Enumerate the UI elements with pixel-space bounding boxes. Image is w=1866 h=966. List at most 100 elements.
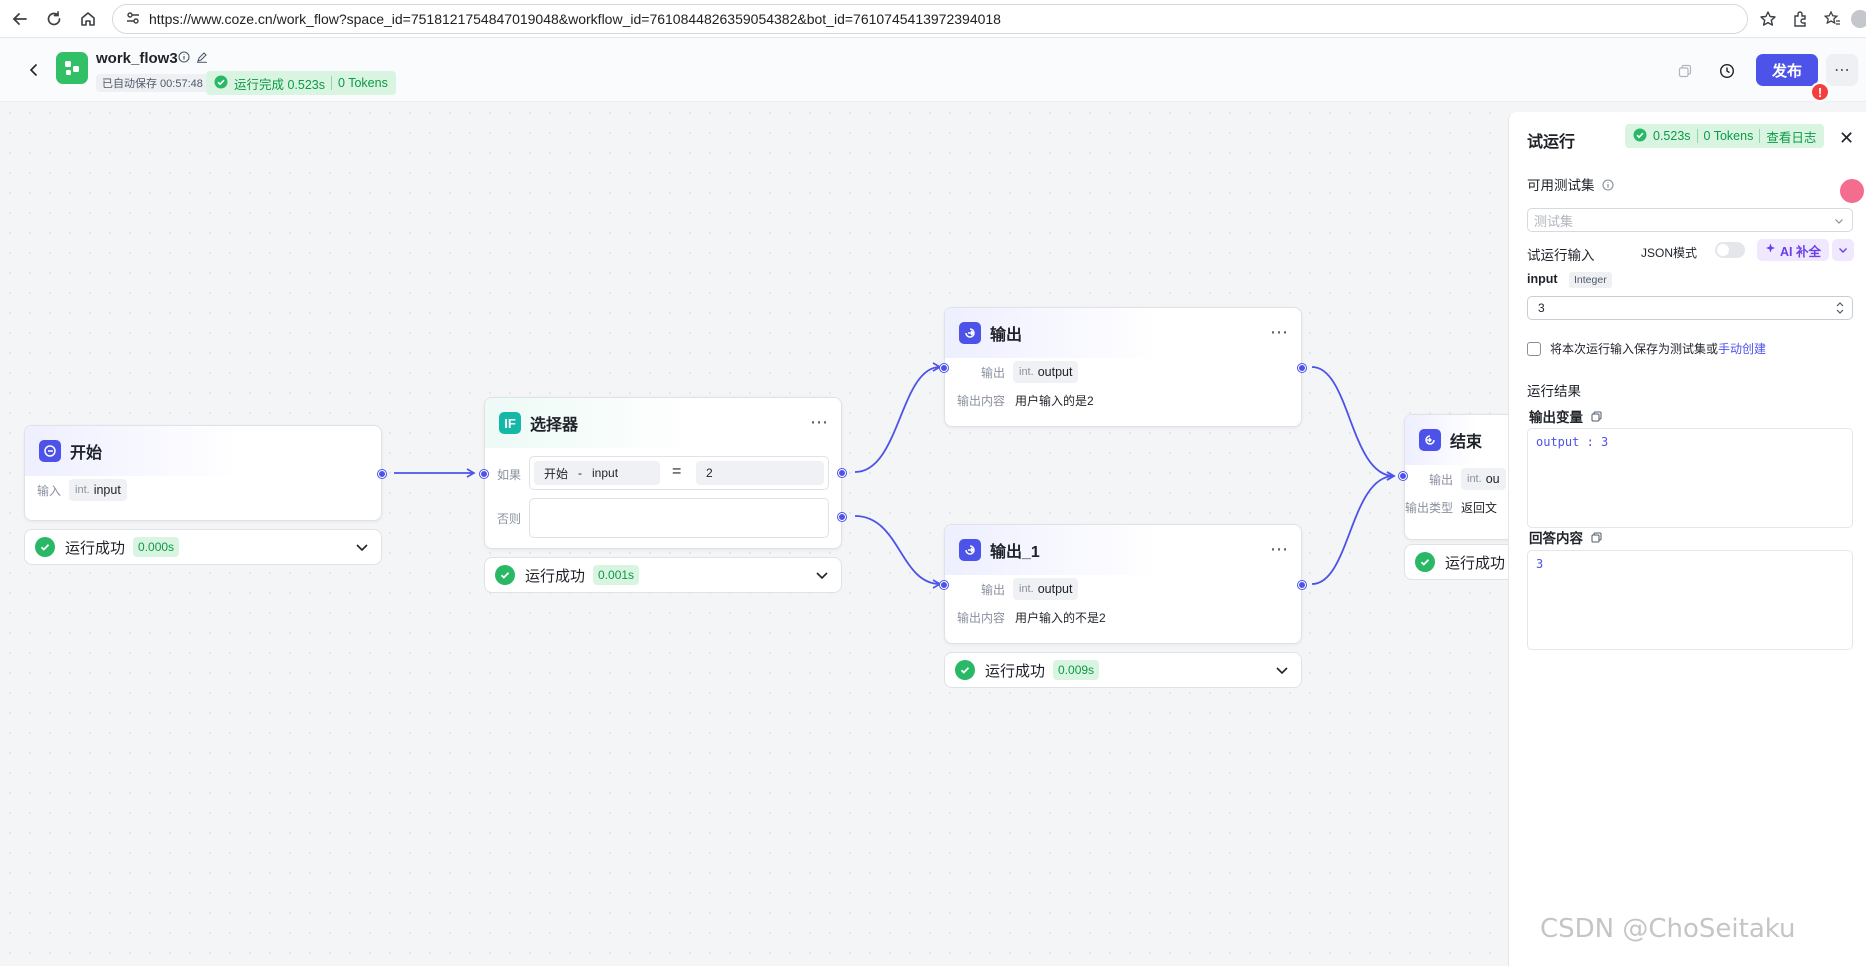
assistant-float-icon[interactable] — [1838, 177, 1866, 205]
workflow-logo-icon — [56, 52, 88, 84]
start-node-title: 开始 — [70, 445, 103, 462]
profile-avatar-icon[interactable] — [1846, 5, 1866, 33]
error-alert-badge[interactable]: ! — [1810, 82, 1830, 102]
edge-output1-to-end — [1311, 471, 1396, 585]
start-output-port[interactable] — [378, 470, 386, 478]
success-check-icon — [35, 537, 55, 557]
watermark-text: CSDN @ChoSeitaku — [1540, 914, 1796, 944]
if-condition-box[interactable]: 开始 - input = 2 — [529, 456, 829, 490]
selector-input-port[interactable] — [480, 470, 488, 478]
url-text[interactable]: https://www.coze.cn/work_flow?space_id=7… — [149, 11, 1001, 27]
check-circle-icon — [214, 75, 228, 92]
stepper-icon[interactable] — [1836, 300, 1844, 319]
end-output-chip: int.ou — [1461, 468, 1506, 490]
chevron-left-icon[interactable] — [24, 60, 44, 80]
output-node-title: 输出 — [990, 327, 1023, 344]
input-number-field[interactable]: 3 — [1527, 296, 1853, 320]
output-var-label: 输出变量 — [1529, 410, 1583, 425]
output-node-icon — [959, 322, 981, 344]
output-content-label: 输出内容 — [956, 393, 1005, 408]
copy-icon[interactable] — [1591, 531, 1602, 546]
more-options-icon[interactable]: ⋯ — [1826, 54, 1858, 86]
home-icon[interactable] — [74, 5, 102, 33]
edge-output-to-end — [1311, 366, 1396, 481]
selector-node[interactable]: IF 选择器 ⋯ 如果 开始 - input = 2 否则 — [480, 397, 846, 549]
view-log-link[interactable]: 查看日志 — [1766, 130, 1817, 145]
site-info-icon[interactable] — [125, 10, 141, 29]
chevron-down-icon — [1834, 214, 1844, 229]
address-bar[interactable]: https://www.coze.cn/work_flow?space_id=7… — [112, 4, 1748, 34]
output-content-text: 用户输入的是2 — [1015, 393, 1094, 408]
end-status-bar[interactable]: 运行成功 — [1404, 544, 1524, 580]
copy-icon[interactable] — [1591, 410, 1602, 425]
node-more-icon[interactable]: ⋯ — [810, 412, 829, 432]
chevron-down-icon[interactable] — [1832, 239, 1854, 261]
answer-value: 3 — [1536, 557, 1544, 571]
answer-box[interactable]: 3 — [1527, 550, 1853, 650]
output1-node[interactable]: 输出_1 ⋯ 输出 int.output 输出内容 用户输入的不是2 — [940, 524, 1306, 644]
node-more-icon[interactable]: ⋯ — [1270, 539, 1289, 559]
if-label: 如果 — [497, 468, 522, 482]
start-node[interactable]: 开始 输入 int.input — [24, 425, 386, 521]
input-param-name: input — [1527, 272, 1558, 286]
condition-left-operand[interactable]: 开始 - input — [534, 461, 660, 485]
selector-if-port[interactable] — [838, 469, 846, 477]
node-more-icon[interactable]: ⋯ — [1270, 322, 1289, 342]
selector-else-port[interactable] — [838, 513, 846, 521]
close-icon[interactable]: ✕ — [1839, 128, 1855, 148]
chevron-down-icon[interactable] — [815, 568, 829, 585]
copy-icon[interactable] — [1674, 60, 1696, 82]
favorites-icon[interactable] — [1818, 5, 1846, 33]
testset-select[interactable]: 测试集 — [1527, 208, 1853, 232]
autosave-badge: 已自动保存 00:57:48 — [96, 74, 209, 92]
input-number-value[interactable]: 3 — [1538, 301, 1545, 315]
json-mode-toggle[interactable] — [1715, 242, 1745, 258]
output-var-value: output : 3 — [1536, 435, 1609, 449]
output1-status-bar[interactable]: 运行成功 0.009s — [944, 652, 1302, 688]
output1-output-port[interactable] — [1298, 581, 1306, 589]
workflow-canvas[interactable]: 开始 输入 int.input 运行成功 0.000s IF 选择器 ⋯ 如果 … — [0, 103, 1524, 966]
run-status-badge[interactable]: 运行完成 0.523s 0 Tokens — [206, 71, 396, 95]
panel-run-tokens: 0 Tokens — [1703, 129, 1754, 143]
start-status-bar[interactable]: 运行成功 0.000s — [24, 529, 382, 565]
output-var-box[interactable]: output : 3 — [1527, 428, 1853, 528]
chevron-down-icon[interactable] — [1275, 663, 1289, 680]
panel-title: 试运行 — [1527, 134, 1576, 151]
output-node[interactable]: 输出 ⋯ 输出 int.output 输出内容 用户输入的是2 — [940, 307, 1306, 427]
ai-fill-button[interactable]: AI 补全 — [1757, 239, 1829, 261]
edit-icon[interactable] — [196, 51, 208, 66]
selector-status-bar[interactable]: 运行成功 0.001s — [484, 557, 842, 593]
else-branch-box[interactable] — [529, 498, 829, 538]
edge-if-to-output — [854, 362, 942, 473]
selector-duration-badge: 0.001s — [593, 565, 640, 585]
else-label: 否则 — [497, 512, 522, 526]
run-status-text: 运行完成 0.523s — [234, 77, 326, 92]
end-node[interactable]: 结束 输出 int.ou 输出类型 返回文 — [1404, 414, 1524, 540]
chevron-down-icon[interactable] — [355, 540, 369, 557]
condition-right-operand[interactable]: 2 — [696, 461, 824, 485]
publish-button[interactable]: 发布 — [1756, 54, 1818, 86]
end-input-port[interactable] — [1399, 472, 1407, 480]
start-input-label: 输入 — [37, 483, 62, 498]
back-arrow-icon[interactable] — [6, 5, 34, 33]
output-input-port[interactable] — [940, 364, 948, 372]
output1-content-label: 输出内容 — [956, 610, 1005, 625]
output1-var-chip: int.output — [1013, 578, 1079, 600]
end-node-title: 结束 — [1450, 434, 1483, 451]
panel-run-badge[interactable]: 0.523s 0 Tokens 查看日志 — [1625, 124, 1825, 148]
output1-input-port[interactable] — [940, 581, 948, 589]
save-testset-checkbox[interactable] — [1527, 342, 1541, 356]
info-icon[interactable] — [178, 51, 190, 66]
reload-icon[interactable] — [40, 5, 68, 33]
output1-var-label: 输出 — [980, 582, 1005, 597]
bookmark-star-icon[interactable] — [1754, 5, 1782, 33]
history-clock-icon[interactable] — [1716, 60, 1738, 82]
condition-operator[interactable]: = — [672, 463, 682, 480]
manual-create-link[interactable]: 手动创建 — [1718, 342, 1767, 356]
ai-fill-label: AI 补全 — [1780, 244, 1821, 259]
extensions-icon[interactable] — [1786, 5, 1814, 33]
sparkle-icon — [1765, 243, 1776, 257]
info-icon[interactable] — [1602, 179, 1614, 194]
if-condition-icon: IF — [499, 412, 521, 434]
output-output-port[interactable] — [1298, 364, 1306, 372]
